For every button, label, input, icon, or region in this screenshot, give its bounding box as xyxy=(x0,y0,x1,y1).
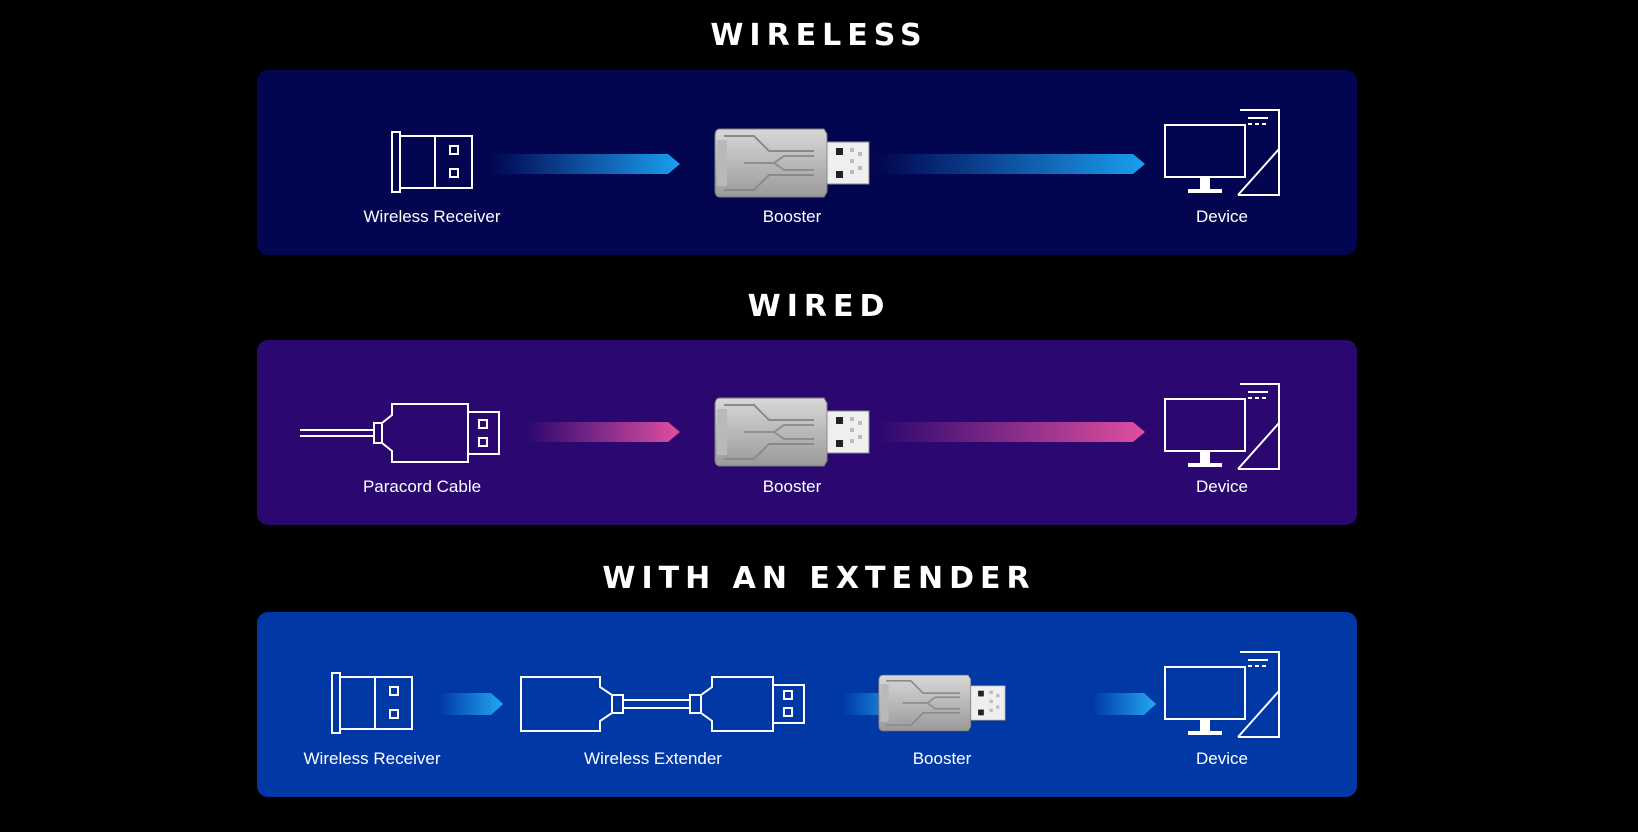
item-label: Wireless Extender xyxy=(584,749,722,768)
item-device: Device xyxy=(1147,612,1297,797)
item-wireless-receiver: Wireless Receiver xyxy=(297,612,447,797)
item-booster: Booster xyxy=(707,340,877,525)
item-label: Device xyxy=(1196,477,1248,496)
monitor-pc-icon xyxy=(1164,109,1280,197)
section-title-wired: WIRED xyxy=(747,289,891,324)
booster-icon xyxy=(878,672,1006,734)
item-label: Device xyxy=(1196,207,1248,226)
flow-arrow xyxy=(1093,693,1156,715)
wireless-receiver-icon xyxy=(391,131,473,193)
item-booster: Booster xyxy=(877,612,1007,797)
usb-cable-icon xyxy=(300,403,500,463)
section-title-extender: WITH AN EXTENDER xyxy=(602,561,1036,596)
item-label: Wireless Receiver xyxy=(363,207,501,226)
booster-icon xyxy=(714,395,870,469)
monitor-pc-icon xyxy=(1164,383,1280,471)
booster-icon xyxy=(714,126,870,200)
panel-extender: Wireless Receiver Wireless Extender Boos… xyxy=(257,612,1357,797)
section-title-wireless: WIRELESS xyxy=(710,18,928,53)
item-device: Device xyxy=(1147,70,1297,255)
panel-wired: Paracord Cable Booster Device xyxy=(257,340,1357,525)
item-label: Booster xyxy=(912,749,972,768)
item-label: Wireless Receiver xyxy=(303,749,441,768)
flow-arrow xyxy=(527,422,680,442)
monitor-pc-icon xyxy=(1164,651,1280,739)
flow-arrow xyxy=(877,422,1145,442)
item-wireless-extender: Wireless Extender xyxy=(520,612,806,797)
usb-extender-icon xyxy=(520,675,806,733)
item-device: Device xyxy=(1147,340,1297,525)
item-label: Paracord Cable xyxy=(362,477,482,496)
wireless-receiver-icon xyxy=(331,672,413,734)
item-label: Device xyxy=(1196,749,1248,768)
item-label: Booster xyxy=(762,207,822,226)
item-paracord-cable: Paracord Cable xyxy=(257,340,607,525)
item-booster: Booster xyxy=(707,70,877,255)
item-wireless-receiver: Wireless Receiver xyxy=(357,70,507,255)
flow-arrow xyxy=(877,154,1145,174)
flow-arrow xyxy=(490,154,680,174)
flow-arrow xyxy=(440,693,503,715)
panel-wireless: Wireless Receiver Booster Device xyxy=(257,70,1357,255)
item-label: Booster xyxy=(762,477,822,496)
